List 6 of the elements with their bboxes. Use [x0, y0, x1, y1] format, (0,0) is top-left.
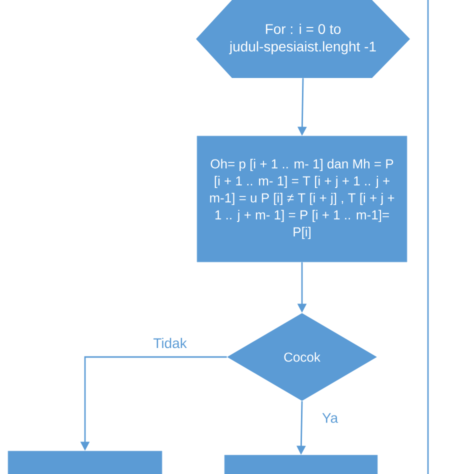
process-box — [8, 450, 162, 474]
process-box: Oh= p [i + 1 .. m- 1] dan Mh = P [i + 1 .. m- 1] = T [i + j + 1 .. j + m-1] = u P [i] ≠ T [i + j] , T [i + j + 1 .. j + m- 1] = P [i + 1 .. m-1]= P[i] — [196, 136, 408, 262]
hexagon-box: For : i = 0 to judul-spesiaist.lenght -1 — [196, 0, 410, 78]
process-box — [224, 454, 378, 474]
edge-label: Tidak — [152, 336, 188, 350]
edge-label: Ya — [320, 412, 340, 424]
